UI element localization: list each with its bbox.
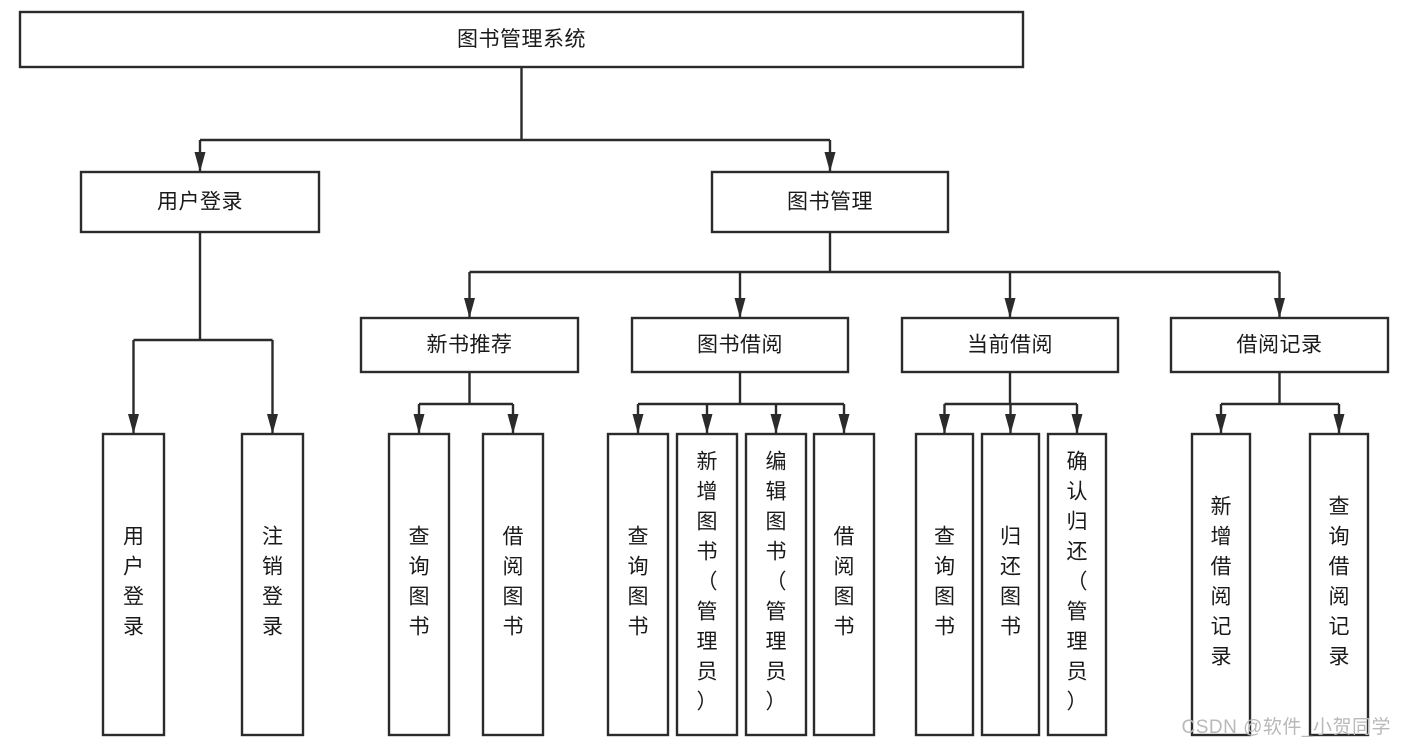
connector-layer bbox=[128, 67, 1345, 434]
node-label: 新增借阅记录 bbox=[1211, 496, 1232, 669]
connector-group-new-book-recommend bbox=[413, 372, 519, 434]
node-box bbox=[606, 432, 670, 737]
node-label: 借阅图书 bbox=[834, 526, 855, 639]
node-leaf-user-login[interactable]: 用户登录 bbox=[101, 432, 166, 737]
node-box bbox=[1046, 432, 1108, 737]
arrow-head-icon bbox=[1004, 298, 1016, 318]
node-leaf-return-book[interactable]: 归还图书 bbox=[980, 432, 1041, 737]
node-leaf-query-borrow-record[interactable]: 查询借阅记录 bbox=[1308, 432, 1370, 737]
arrow-head-icon bbox=[1005, 414, 1016, 434]
node-box bbox=[79, 170, 321, 234]
node-label: 图书管理 bbox=[787, 191, 873, 214]
arrow-head-icon bbox=[1333, 414, 1345, 434]
node-new-book-recommend[interactable]: 新书推荐 bbox=[359, 316, 580, 374]
arrow-head-icon bbox=[1071, 414, 1083, 434]
node-leaf-confirm-return[interactable]: 确认归还（管理员） bbox=[1046, 432, 1108, 737]
arrow-head-icon bbox=[824, 152, 836, 172]
arrow-head-icon bbox=[632, 414, 644, 434]
node-box bbox=[744, 432, 808, 737]
node-label: 查询借阅记录 bbox=[1329, 496, 1350, 669]
node-box bbox=[675, 432, 739, 737]
node-label: 查询图书 bbox=[934, 526, 955, 639]
connector-group-book-manage bbox=[464, 232, 1285, 318]
node-label: 确认归还（管理员） bbox=[1067, 451, 1088, 714]
node-box bbox=[240, 432, 305, 737]
node-leaf-edit-book[interactable]: 编辑图书（管理员） bbox=[744, 432, 808, 737]
node-leaf-borrow-book-recommend[interactable]: 借阅图书 bbox=[481, 432, 545, 737]
node-label: 新增图书（管理员） bbox=[697, 451, 718, 714]
arrow-head-icon bbox=[838, 414, 850, 434]
node-borrow-record[interactable]: 借阅记录 bbox=[1169, 316, 1390, 374]
connector-group-root bbox=[194, 67, 836, 172]
node-leaf-query-book-borrow[interactable]: 查询图书 bbox=[606, 432, 670, 737]
node-label: 用户登录 bbox=[157, 191, 243, 214]
arrow-head-icon bbox=[734, 298, 746, 318]
node-box bbox=[359, 316, 580, 374]
node-root[interactable]: 图书管理系统 bbox=[18, 10, 1025, 69]
node-box bbox=[481, 432, 545, 737]
node-label: 新书推荐 bbox=[427, 334, 513, 357]
connector-group-book-borrow bbox=[632, 372, 850, 434]
node-box bbox=[1308, 432, 1370, 737]
arrow-head-icon bbox=[1274, 298, 1285, 318]
node-box bbox=[18, 10, 1025, 69]
node-leaf-query-book-recommend[interactable]: 查询图书 bbox=[387, 432, 451, 737]
node-box bbox=[710, 170, 950, 234]
arrow-head-icon bbox=[939, 414, 950, 434]
node-label: 当前借阅 bbox=[967, 334, 1053, 357]
node-box bbox=[1169, 316, 1390, 374]
node-box bbox=[1190, 432, 1252, 737]
node-box bbox=[980, 432, 1041, 737]
node-label: 图书借阅 bbox=[697, 334, 783, 357]
node-label: 归还图书 bbox=[1000, 526, 1021, 639]
arrow-head-icon bbox=[701, 414, 713, 434]
node-user-login[interactable]: 用户登录 bbox=[79, 170, 321, 234]
node-leaf-add-borrow-record[interactable]: 新增借阅记录 bbox=[1190, 432, 1252, 737]
connector-group-user-login bbox=[128, 232, 278, 434]
node-label: 借阅记录 bbox=[1237, 334, 1323, 357]
node-label: 编辑图书（管理员） bbox=[766, 451, 787, 714]
node-leaf-borrow-book[interactable]: 借阅图书 bbox=[812, 432, 876, 737]
node-book-borrow[interactable]: 图书借阅 bbox=[630, 316, 850, 374]
connector-group-borrow-record bbox=[1215, 372, 1345, 434]
node-leaf-add-book[interactable]: 新增图书（管理员） bbox=[675, 432, 739, 737]
arrow-head-icon bbox=[413, 414, 425, 434]
node-box bbox=[812, 432, 876, 737]
node-label: 查询图书 bbox=[409, 526, 430, 639]
node-label: 图书管理系统 bbox=[457, 28, 586, 51]
node-label: 借阅图书 bbox=[503, 526, 524, 639]
node-book-manage[interactable]: 图书管理 bbox=[710, 170, 950, 234]
node-box bbox=[630, 316, 850, 374]
node-box bbox=[101, 432, 166, 737]
connector-group-current-borrow bbox=[939, 372, 1083, 434]
node-box bbox=[900, 316, 1120, 374]
node-current-borrow[interactable]: 当前借阅 bbox=[900, 316, 1120, 374]
arrow-head-icon bbox=[770, 414, 782, 434]
node-leaf-query-book-current[interactable]: 查询图书 bbox=[914, 432, 975, 737]
arrow-head-icon bbox=[507, 414, 519, 434]
arrow-head-icon bbox=[128, 414, 139, 434]
arrow-head-icon bbox=[1215, 414, 1227, 434]
node-label: 用户登录 bbox=[123, 526, 144, 639]
arrow-head-icon bbox=[464, 298, 475, 318]
node-label: 查询图书 bbox=[628, 526, 649, 639]
node-label: 注销登录 bbox=[262, 526, 283, 639]
node-leaf-logout-login[interactable]: 注销登录 bbox=[240, 432, 305, 737]
node-box bbox=[914, 432, 975, 737]
node-layer: 图书管理系统用户登录图书管理新书推荐图书借阅当前借阅借阅记录用户登录注销登录查询… bbox=[18, 10, 1390, 737]
node-box bbox=[387, 432, 451, 737]
arrow-head-icon bbox=[267, 414, 278, 434]
arrow-head-icon bbox=[194, 152, 206, 172]
